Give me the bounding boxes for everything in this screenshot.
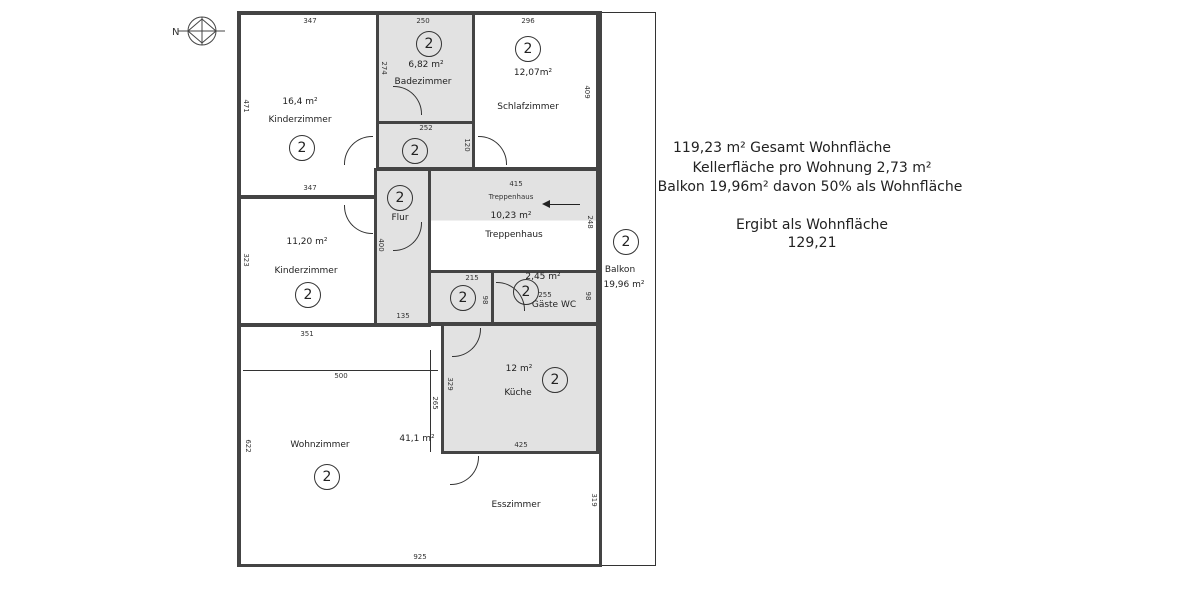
balkon-name: Balkon	[604, 265, 636, 275]
dimension: 296	[521, 17, 535, 25]
result-label: Ergibt als Wohnfläche	[735, 217, 889, 233]
level-badge: 2	[613, 229, 639, 255]
dimension: 120	[463, 138, 471, 152]
balkon-area: 19,96 m²	[603, 280, 645, 290]
north-arrow-icon: N	[172, 16, 225, 46]
dimension: 925	[413, 553, 427, 561]
dimension: 215	[465, 274, 479, 282]
dimension: 248	[586, 215, 594, 229]
kueche	[441, 323, 599, 454]
level-badge: 2	[513, 279, 539, 305]
dimension: 255	[538, 291, 552, 299]
room-name: Badezimmer	[394, 77, 452, 87]
dimension: 265	[431, 396, 439, 410]
room-name: Küche	[504, 388, 532, 398]
dimension: 500	[334, 372, 348, 380]
room-area: 12 m²	[505, 364, 533, 374]
stair-arrow-head	[542, 200, 550, 208]
dimension: 252	[419, 124, 433, 132]
dimension: 135	[396, 312, 410, 320]
room-area: 41,1 m²	[399, 434, 435, 444]
dimension: 425	[514, 441, 528, 449]
wohnzimmer	[238, 323, 444, 567]
room-name: Treppenhaus	[485, 230, 543, 240]
result-value: 129,21	[787, 235, 837, 251]
level-badge: 2	[295, 282, 321, 308]
level-badge: 2	[542, 367, 568, 393]
room-name: Wohnzimmer	[290, 440, 350, 450]
dimension: 329	[446, 377, 454, 391]
level-badge: 2	[289, 135, 315, 161]
level-badge: 2	[416, 31, 442, 57]
room-area: 12,07m²	[513, 68, 553, 78]
dimension: 347	[303, 17, 317, 25]
level-badge: 2	[387, 185, 413, 211]
cellar-area: Kellerfläche pro Wohnung 2,73 m²	[692, 160, 932, 176]
dimension: 98	[584, 291, 592, 301]
room-name: Kinderzimmer	[274, 266, 338, 276]
dimension-line	[430, 350, 431, 452]
room-name: Flur	[391, 213, 409, 223]
dimension: 471	[242, 99, 250, 113]
room-area: 6,82 m²	[408, 60, 444, 70]
level-badge: 2	[402, 138, 428, 164]
dimension-line	[243, 370, 438, 371]
total-living-area: 119,23 m² Gesamt Wohnfläche	[673, 140, 891, 156]
room-name: Schlafzimmer	[497, 102, 559, 112]
level-badge: 2	[314, 464, 340, 490]
dimension: 274	[380, 61, 388, 75]
balkon	[598, 12, 656, 566]
dimension: 400	[377, 238, 385, 252]
dimension: 409	[583, 85, 591, 99]
room-area: 11,20 m²	[286, 237, 328, 247]
dimension: 98	[481, 295, 489, 305]
room-area: 2,45 m²	[525, 272, 561, 282]
dimension: 622	[244, 439, 252, 453]
balcony-area: Balkon 19,96m² davon 50% als Wohnfläche	[657, 179, 963, 195]
dimension: 250	[416, 17, 430, 25]
stair-arrow	[548, 204, 580, 205]
room-sublabel: Treppenhaus	[488, 193, 534, 201]
gaeste-wc	[491, 270, 599, 325]
dimension: 323	[242, 253, 250, 267]
room-area: 16,4 m²	[282, 97, 318, 107]
svg-text:N: N	[172, 27, 179, 38]
level-badge: 2	[515, 36, 541, 62]
room-area: 10,23 m²	[490, 211, 532, 221]
room-name: Esszimmer	[491, 500, 541, 510]
room-name: Kinderzimmer	[268, 115, 332, 125]
room-name: Gäste WC	[531, 300, 577, 310]
dimension: 347	[303, 184, 317, 192]
dimension: 319	[590, 493, 598, 507]
dimension: 351	[300, 330, 314, 338]
level-badge: 2	[450, 285, 476, 311]
dimension: 415	[509, 180, 523, 188]
